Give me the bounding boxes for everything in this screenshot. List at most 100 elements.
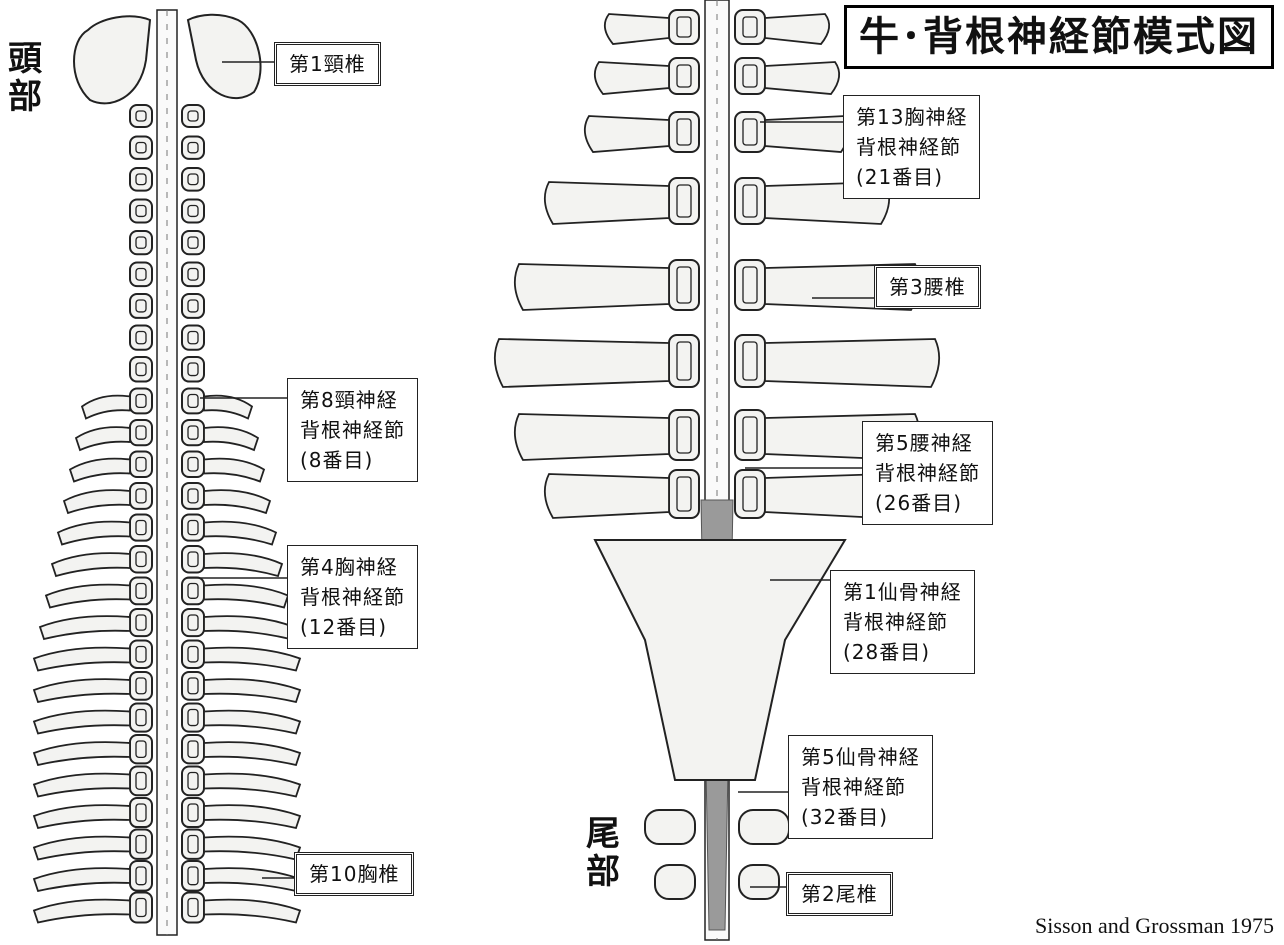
left-vertebra-body-left (130, 767, 152, 796)
left-rib-process-right (204, 742, 300, 765)
left-vertebra-body-right (182, 452, 204, 478)
left-vertebra-body-right (182, 263, 204, 287)
label-s1-dorsal-root-ganglion: 第1仙骨神経 背根神経節 (28番目) (830, 570, 975, 674)
left-rib-process-left (34, 774, 130, 797)
left-vertebra-body-right (182, 483, 204, 509)
transverse-process-right (765, 14, 829, 44)
left-rib-process-right (204, 459, 264, 482)
label-s5-dorsal-root-ganglion: 第5仙骨神経 背根神経節 (32番目) (788, 735, 933, 839)
left-rib-process-left (34, 805, 130, 828)
left-vertebra-body-right (182, 641, 204, 668)
left-rib-process-right (204, 837, 300, 860)
left-vertebra-body-right (182, 137, 204, 159)
right-vertebra-body-right (735, 335, 765, 387)
transverse-process-left (515, 264, 669, 310)
left-vertebra-body-right (182, 767, 204, 796)
left-rib-process-left (34, 648, 130, 671)
left-rib-process-right (204, 396, 252, 419)
left-rib-process-right (204, 553, 282, 576)
left-vertebra-body-left (130, 830, 152, 859)
transverse-process-left (495, 339, 669, 387)
left-vertebra-body-left (130, 861, 152, 891)
transverse-process-left (595, 62, 669, 94)
left-vertebra-body-right (182, 735, 204, 763)
atlas-right-wing (188, 15, 261, 98)
right-vertebra-body-right (735, 10, 765, 44)
left-vertebra-body-right (182, 168, 204, 191)
left-vertebra-body-left (130, 231, 152, 254)
right-vertebra-body-left (669, 112, 699, 152)
caudal-vertebra-left (645, 810, 695, 844)
transverse-process-left (545, 182, 669, 224)
left-vertebra-body-right (182, 893, 204, 923)
label-t10-vertebra: 第10胸椎 (294, 852, 414, 896)
left-vertebra-body-left (130, 798, 152, 827)
label-t13-dorsal-root-ganglion: 第13胸神経 背根神経節 (21番目) (843, 95, 980, 199)
left-rib-process-left (40, 616, 130, 639)
diagram-title: 牛･背根神経節模式図 (844, 5, 1274, 69)
left-vertebra-body-right (182, 704, 204, 732)
left-vertebra-body-right (182, 389, 204, 414)
transverse-process-left (585, 116, 669, 152)
left-vertebra-body-left (130, 546, 152, 572)
right-vertebra-body-right (735, 58, 765, 94)
left-rib-process-right (204, 805, 300, 828)
caudal-vertebra-left (655, 865, 695, 899)
left-rib-process-left (64, 490, 130, 513)
left-rib-process-right (204, 900, 300, 923)
left-rib-process-right (204, 711, 300, 734)
transverse-process-left (515, 414, 669, 460)
left-vertebra-body-left (130, 452, 152, 478)
left-vertebra-body-right (182, 231, 204, 254)
left-vertebra-body-right (182, 294, 204, 318)
label-c8-dorsal-root-ganglion: 第8頸神経 背根神経節 (8番目) (287, 378, 418, 482)
left-rib-process-right (204, 490, 270, 513)
left-vertebra-body-right (182, 357, 204, 382)
transverse-process-right (765, 339, 939, 387)
left-vertebra-body-left (130, 420, 152, 445)
caudal-vertebra-right (739, 865, 779, 899)
left-vertebra-body-left (130, 326, 152, 350)
left-rib-process-left (82, 396, 130, 419)
left-rib-process-left (58, 522, 130, 545)
left-vertebra-body-left (130, 735, 152, 763)
left-vertebra-body-right (182, 200, 204, 223)
left-vertebra-body-left (130, 389, 152, 414)
left-rib-process-left (34, 837, 130, 860)
left-vertebra-body-right (182, 830, 204, 859)
left-rib-process-right (204, 585, 288, 608)
label-co2-vertebra: 第2尾椎 (786, 872, 893, 916)
right-vertebra-body-left (669, 58, 699, 94)
left-rib-process-left (34, 868, 130, 891)
left-rib-process-right (204, 648, 300, 671)
left-rib-process-left (34, 742, 130, 765)
label-t4-dorsal-root-ganglion: 第4胸神経 背根神経節 (12番目) (287, 545, 418, 649)
caudal-vertebra-right (739, 810, 789, 844)
right-vertebra-body-right (735, 112, 765, 152)
left-vertebra-body-left (130, 609, 152, 636)
left-vertebra-body-right (182, 420, 204, 445)
left-vertebra-body-right (182, 861, 204, 891)
left-rib-process-left (52, 553, 130, 576)
left-rib-process-left (70, 459, 130, 482)
left-vertebra-body-left (130, 263, 152, 287)
left-rib-process-left (34, 711, 130, 734)
left-rib-process-left (76, 427, 130, 450)
left-vertebra-body-right (182, 546, 204, 572)
left-vertebra-body-left (130, 578, 152, 605)
left-vertebra-body-right (182, 326, 204, 350)
transverse-process-right (765, 62, 839, 94)
left-vertebra-body-right (182, 609, 204, 636)
transverse-process-left (605, 14, 669, 44)
left-vertebra-body-left (130, 137, 152, 159)
left-rib-process-right (204, 774, 300, 797)
left-vertebra-body-left (130, 672, 152, 700)
left-rib-process-left (34, 900, 130, 923)
atlas-left-wing (74, 16, 150, 103)
left-vertebra-body-right (182, 515, 204, 541)
left-vertebra-body-left (130, 893, 152, 923)
left-vertebra-body-right (182, 672, 204, 700)
label-l3-vertebra: 第3腰椎 (874, 265, 981, 309)
left-vertebra-body-left (130, 357, 152, 382)
